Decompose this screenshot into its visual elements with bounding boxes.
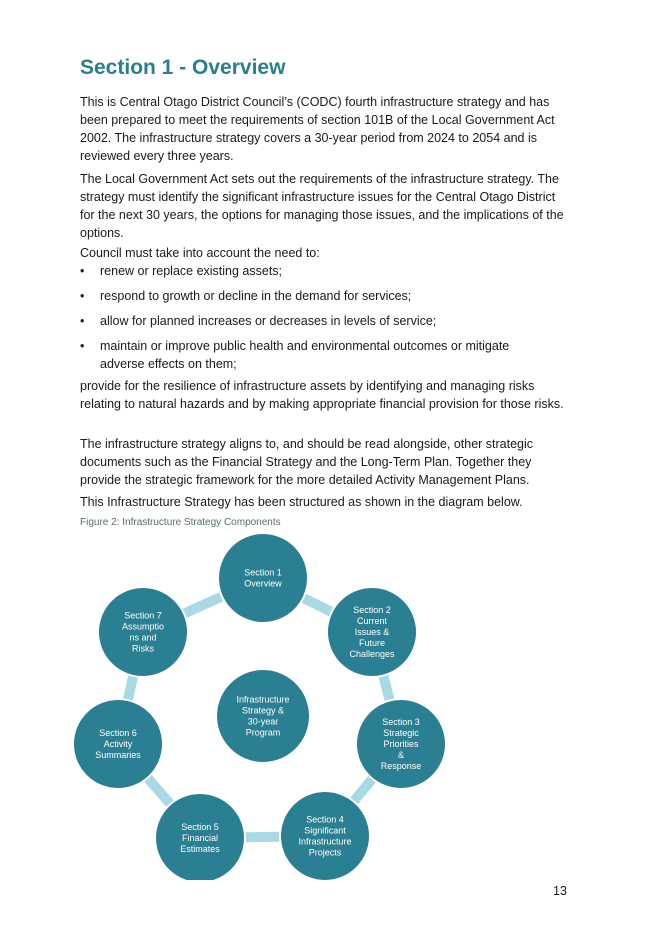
bullet-symbol: • — [80, 264, 85, 278]
bullet-symbol: • — [80, 289, 85, 303]
structure-paragraph: This Infrastructure Strategy has been st… — [80, 495, 523, 509]
section-node-5-label-line: Section 5 — [181, 822, 219, 832]
section-node-2-label-line: Issues & — [355, 627, 390, 637]
section-heading: Section 1 - Overview — [80, 56, 286, 79]
bullet-text: renew or replace existing assets; — [100, 264, 283, 278]
page-number: 13 — [553, 884, 567, 898]
section-node-5-label-line: Financial — [182, 833, 218, 843]
section-node-1-label-line: Overview — [244, 579, 282, 589]
section-node-3-label-line: Response — [381, 761, 422, 771]
bullet-symbol: • — [80, 314, 85, 328]
section-node-6-circle — [72, 698, 164, 790]
figure-caption: Figure 2: Infrastructure Strategy Compon… — [80, 517, 281, 528]
lga-paragraph: The Local Government Act sets out the re… — [80, 172, 564, 240]
section-node-1-circle — [217, 532, 309, 624]
section-node-7-label-line: Assumptio — [122, 622, 164, 632]
section-node-7-label-line: Section 7 — [124, 611, 162, 621]
section-node-3-label-line: & — [398, 750, 404, 760]
section-node-5-label-line: Estimates — [180, 844, 220, 854]
center-hub-node-circle — [215, 668, 311, 764]
bullet-text: respond to growth or decline in the dema… — [100, 289, 412, 303]
center-hub-node-label-line: Strategy & — [242, 706, 284, 716]
bullet-text: maintain or improve public health and en… — [100, 339, 510, 371]
center-hub-node-label-line: 30-year — [248, 717, 279, 727]
section-node-2-label-line: Section 2 — [353, 605, 391, 615]
section-node-6-label-line: Section 6 — [99, 728, 137, 738]
section-node-7-circle — [97, 586, 189, 678]
resilience-paragraph: provide for the resilience of infrastruc… — [80, 379, 564, 411]
council-need-paragraph: Council must take into account the need … — [80, 246, 320, 260]
section-node-3-label-line: Section 3 — [382, 717, 420, 727]
section-node-4-label-line: Section 4 — [306, 815, 344, 825]
section-node-6-label-line: Activity — [104, 739, 133, 749]
section-node-7-label-line: Risks — [132, 644, 154, 654]
section-node-4-label-line: Projects — [309, 848, 342, 858]
section-node-4-label-line: Significant — [304, 826, 346, 836]
section-node-2-label-line: Current — [357, 616, 388, 626]
center-hub-node-label-line: Infrastructure — [236, 695, 289, 705]
section-node-1-label-line: Section 1 — [244, 568, 282, 578]
center-hub-node-label-line: Program — [246, 728, 281, 738]
section-node-2-label-line: Challenges — [349, 649, 395, 659]
section-node-2-circle — [326, 586, 418, 678]
section-node-3-label-line: Priorities — [383, 739, 419, 749]
section-node-3-circle — [355, 698, 447, 790]
section-node-4: Section 4SignificantInfrastructureProjec… — [279, 790, 371, 880]
section-node-6-label-line: Summaries — [95, 750, 141, 760]
section-node-2-label-line: Future — [359, 638, 385, 648]
bullet-text: allow for planned increases or decreases… — [100, 314, 437, 328]
intro-paragraph: This is Central Otago District Council’s… — [80, 95, 555, 163]
section-node-4-circle — [279, 790, 371, 880]
section-node-5-circle — [154, 792, 246, 880]
bullet-symbol: • — [80, 339, 85, 353]
section-node-3-label-line: Strategic — [383, 728, 419, 738]
alignment-paragraph: The infrastructure strategy aligns to, a… — [80, 437, 534, 487]
section-node-7-label-line: ns and — [129, 633, 156, 643]
section-node-4-label-line: Infrastructure — [298, 837, 351, 847]
